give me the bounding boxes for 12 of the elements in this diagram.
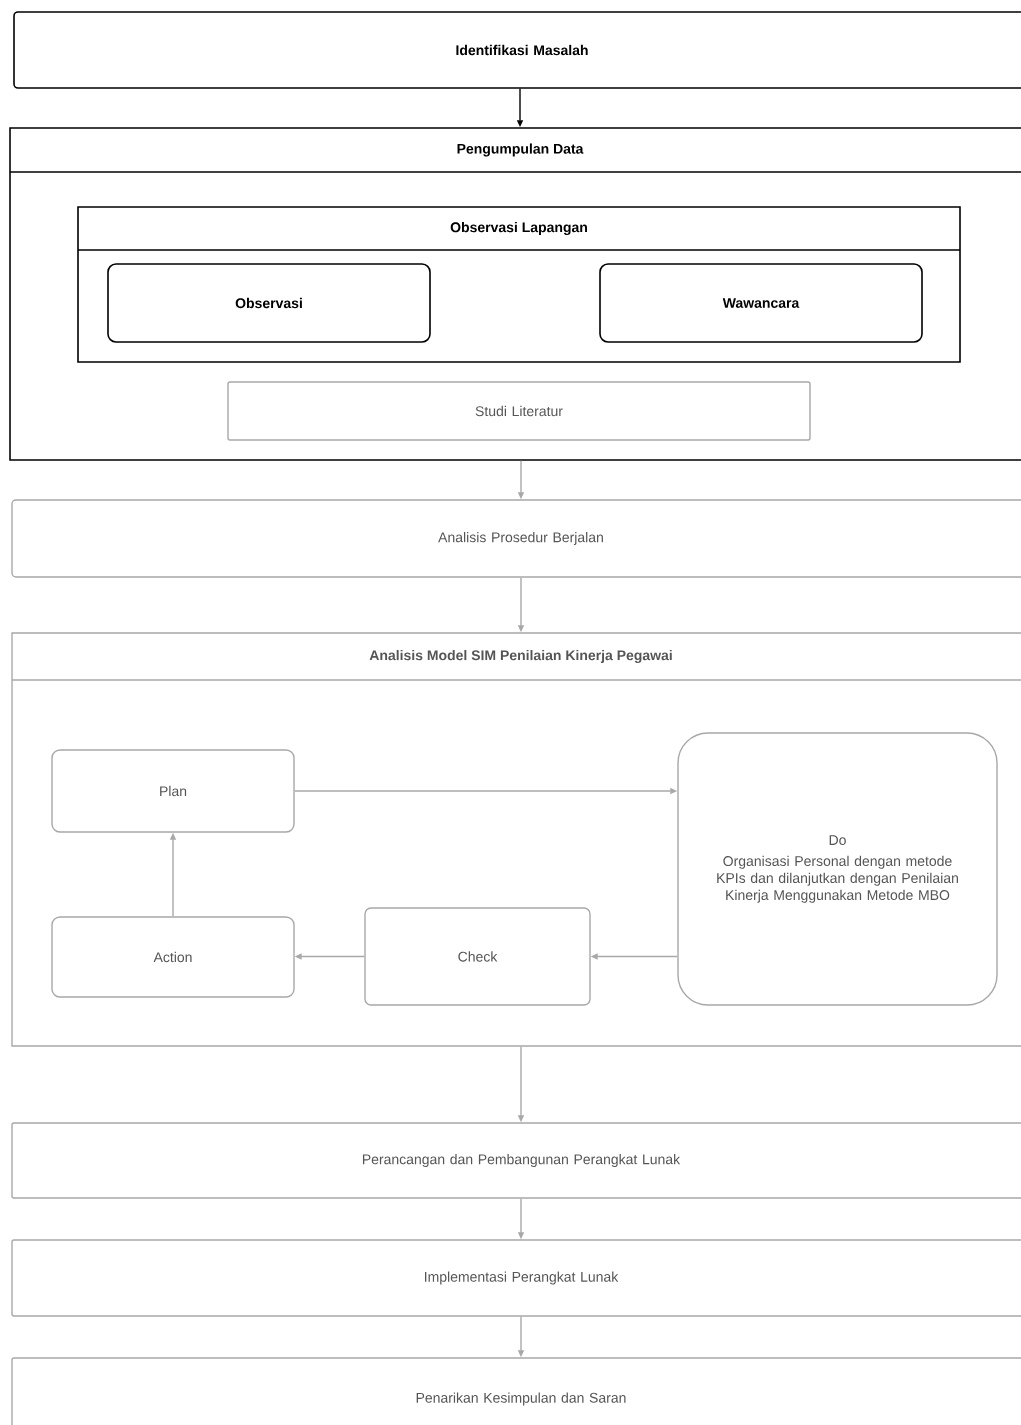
process-box: Wawancara	[599, 263, 923, 343]
process-box: Plan	[51, 749, 295, 833]
process-box: Analisis Prosedur Berjalan	[11, 499, 1021, 578]
process-box: Penarikan Kesimpulan dan Saran	[11, 1357, 1021, 1425]
process-box: Perancangan dan Pembangunan Perangkat Lunak	[11, 1122, 1021, 1199]
process-box: Identifikasi Masalah	[13, 11, 1021, 89]
process-box: Check	[364, 907, 591, 1006]
process-box: Studi Literatur	[227, 381, 811, 441]
process-box: Do Organisasi Personal dengan metode KPIs dan dilanjutkan dengan Penilaian Kinerja Menggunakan Metode MBO	[677, 732, 998, 1006]
process-box: Observasi	[107, 263, 431, 343]
process-box: Implementasi Perangkat Lunak	[11, 1239, 1021, 1317]
process-box: Action	[51, 916, 295, 998]
